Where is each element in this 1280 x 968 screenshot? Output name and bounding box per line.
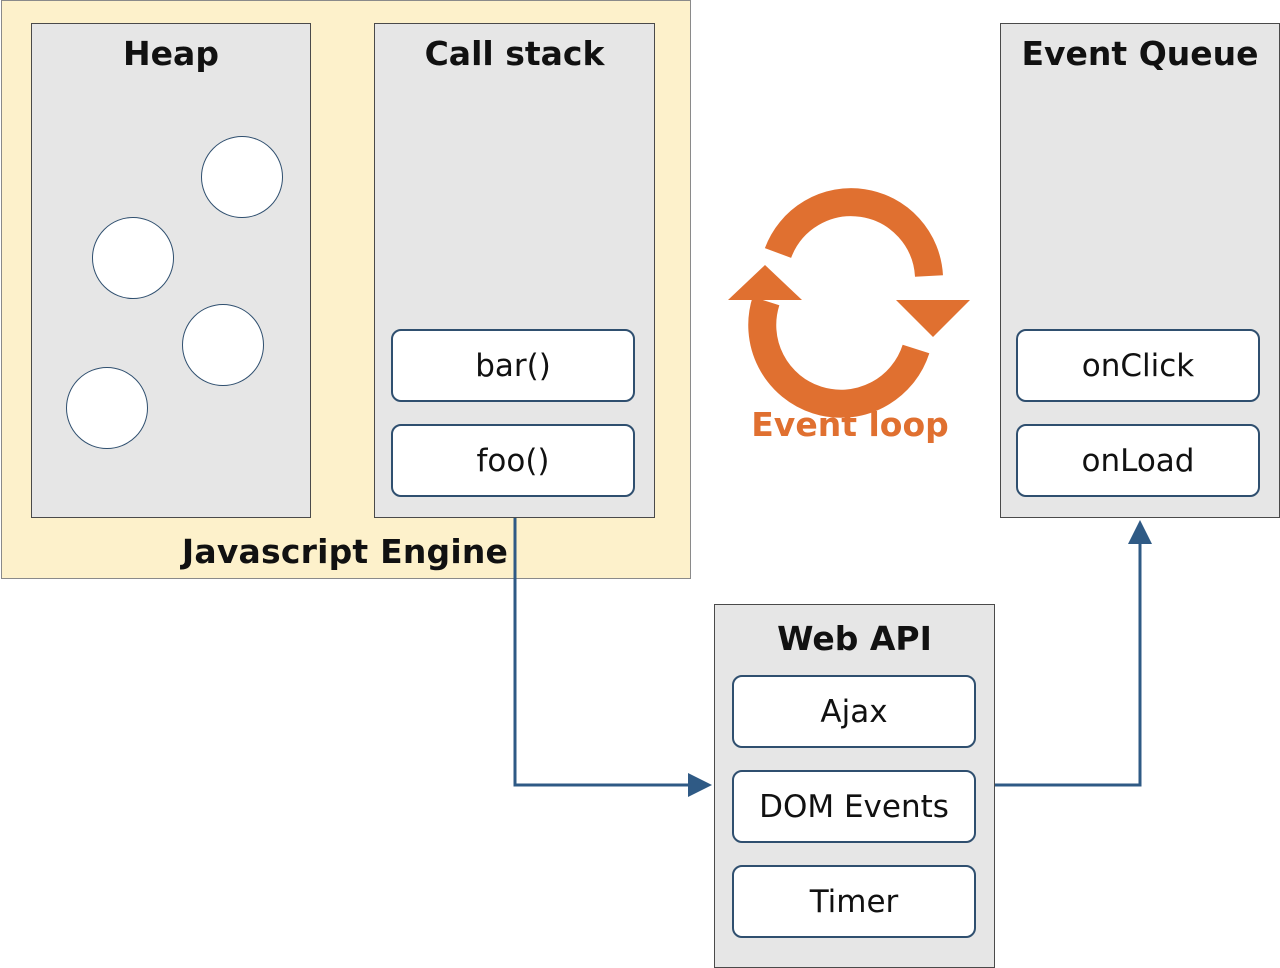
web-api-panel: Web API Ajax DOM Events Timer: [714, 604, 995, 968]
call-stack-frame-bar: bar(): [391, 329, 635, 402]
event-queue-item-onclick: onClick: [1016, 329, 1260, 402]
call-stack-panel: Call stack bar() foo(): [374, 23, 655, 518]
web-api-item-ajax: Ajax: [732, 675, 976, 748]
heap-object: [182, 304, 264, 386]
web-api-item-dom-events: DOM Events: [732, 770, 976, 843]
call-stack-frame-foo: foo(): [391, 424, 635, 497]
web-api-item-timer: Timer: [732, 865, 976, 938]
event-queue-item-onload: onLoad: [1016, 424, 1260, 497]
event-loop-cycle-icon: [748, 188, 943, 418]
javascript-engine-label: Javascript Engine: [181, 532, 509, 571]
web-api-title: Web API: [777, 619, 932, 658]
heap-object: [201, 136, 283, 218]
heap-title: Heap: [123, 34, 219, 73]
heap-object: [92, 217, 174, 299]
heap-panel: Heap: [31, 23, 311, 518]
arrow-web-api-to-event-queue: [995, 520, 1152, 787]
event-loop-arrowheads: [728, 265, 970, 337]
event-queue-title: Event Queue: [1021, 34, 1259, 73]
event-loop-label: Event loop: [751, 405, 949, 444]
call-stack-title: Call stack: [424, 34, 605, 73]
heap-object: [66, 367, 148, 449]
event-queue-panel: Event Queue onClick onLoad: [1000, 23, 1280, 518]
